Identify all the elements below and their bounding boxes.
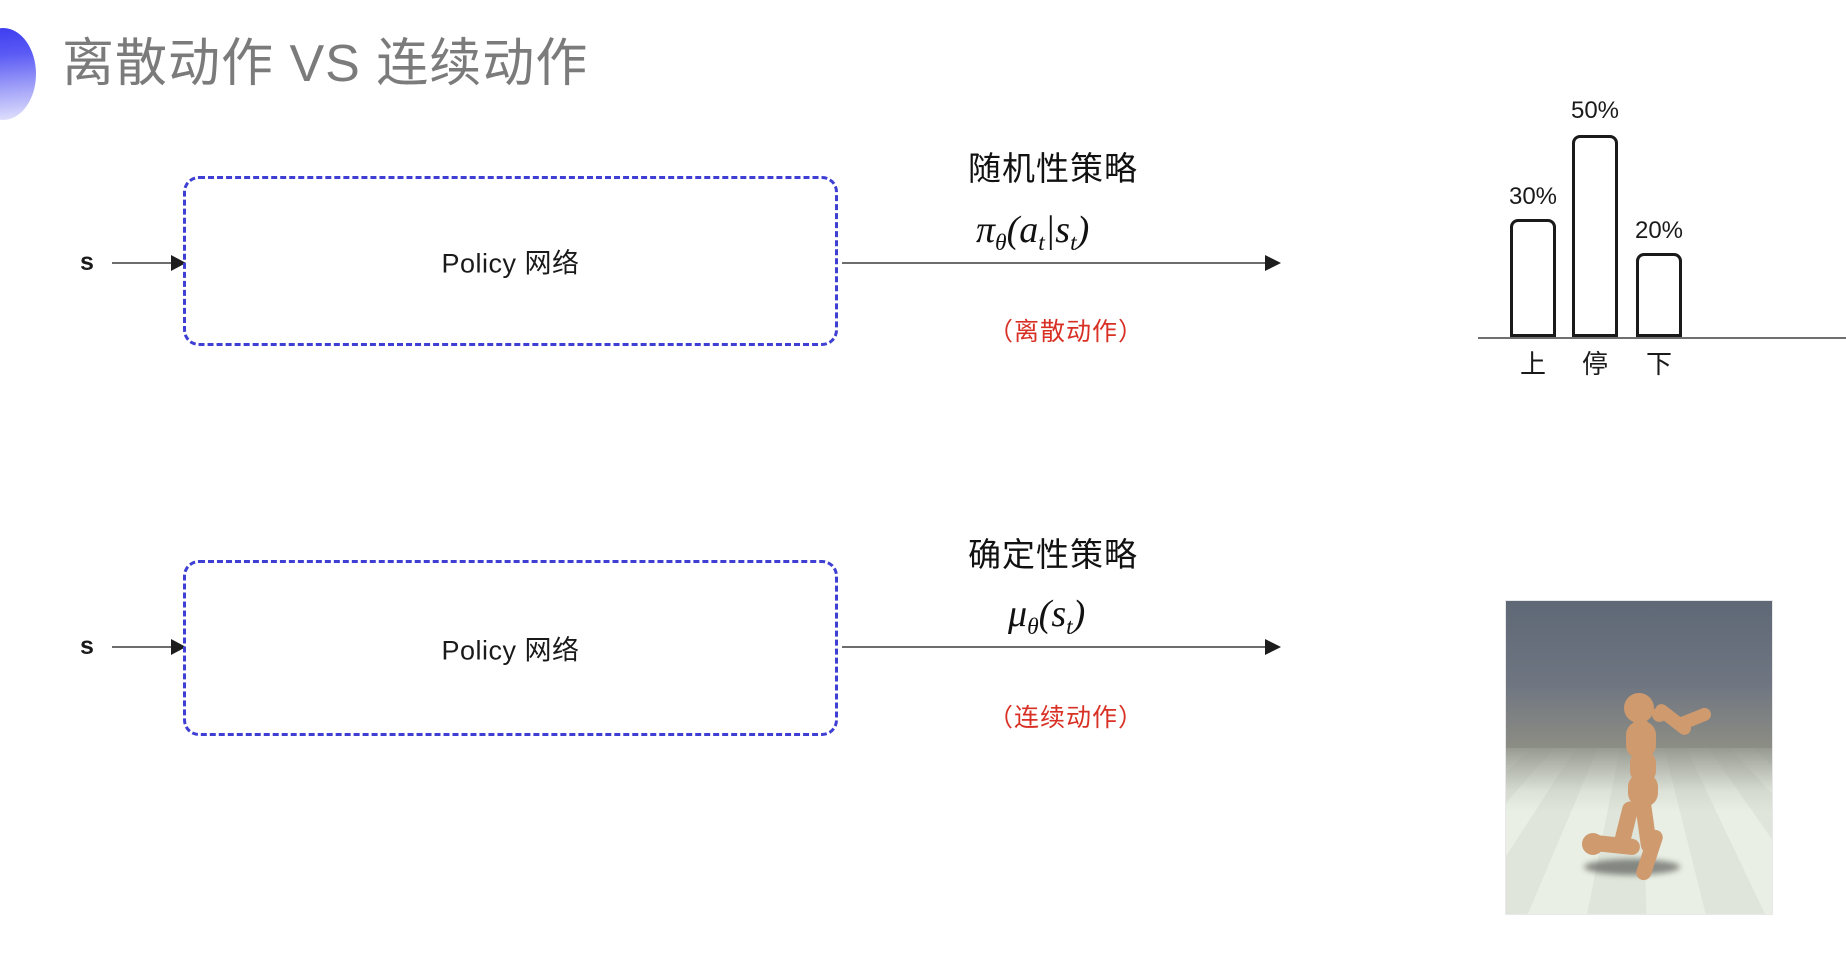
bar-chart-axis-line	[1478, 337, 1846, 339]
output-arrow-discrete	[842, 255, 1281, 271]
bar-category-0: 上	[1510, 339, 1556, 395]
formula-action: a	[1019, 209, 1039, 251]
blue-gradient-half-circle-icon	[0, 28, 36, 120]
formula-theta: θ	[995, 230, 1007, 256]
bar-category-label-1: 停	[1581, 349, 1609, 379]
bar-category-label-0: 上	[1519, 349, 1547, 379]
page-title: 离散动作 VS 连续动作	[62, 35, 589, 93]
formula-open-paren: (	[1006, 209, 1020, 251]
bar-1[interactable]	[1572, 135, 1618, 337]
bar-2[interactable]	[1636, 253, 1682, 337]
formula-given-bar: |	[1044, 209, 1056, 251]
annotation-note-continuous: （连续动作）	[988, 704, 1145, 732]
input-state-label-discrete: s	[80, 248, 94, 276]
formula-theta-continuous: θ	[1027, 614, 1039, 640]
bar-category-2: 下	[1636, 339, 1682, 395]
policy-network-box-discrete[interactable]: Policy 网络	[183, 176, 838, 346]
mujoco-humanoid-image	[1505, 600, 1773, 915]
policy-network-label-continuous: Policy 网络	[441, 635, 580, 666]
formula-state: s	[1055, 209, 1071, 251]
output-arrow-continuous	[842, 639, 1281, 655]
formula-close-paren-continuous: )	[1072, 593, 1086, 635]
formula-state-subscript: t	[1070, 230, 1077, 256]
annotation-formula-continuous: μθ(st)	[1008, 592, 1086, 640]
bar-category-1: 停	[1572, 339, 1618, 395]
formula-state-continuous: s	[1051, 593, 1067, 635]
formula-mu: μ	[1008, 593, 1028, 635]
input-arrow-discrete	[112, 255, 186, 271]
annotation-heading-discrete: 随机性策略	[968, 150, 1138, 187]
bar-chart-plot-area: 30% 50% 20%	[1508, 97, 1740, 337]
bar-0[interactable]	[1510, 219, 1556, 337]
formula-action-subscript: t	[1038, 230, 1045, 256]
annotation-note-discrete: （离散动作）	[988, 318, 1145, 346]
bar-value-1: 50%	[1570, 97, 1620, 124]
formula-close-paren: )	[1076, 209, 1090, 251]
humanoid-shadow	[1584, 859, 1680, 875]
annotation-formula-discrete: πθ(at|st)	[976, 208, 1090, 256]
input-arrow-continuous	[112, 639, 186, 655]
bar-value-0: 30%	[1508, 183, 1558, 210]
policy-network-label-discrete: Policy 网络	[441, 248, 580, 279]
humanoid-left-foot	[1582, 833, 1604, 855]
action-probability-bar-chart: 30% 50% 20% 上 停 下	[1478, 95, 1846, 395]
formula-open-paren-continuous: (	[1038, 593, 1052, 635]
annotation-heading-continuous: 确定性策略	[968, 536, 1138, 573]
continuous-action-row: s Policy 网络 确定性策略 μθ(st) （连续动作）	[0, 536, 1846, 930]
formula-pi: π	[976, 209, 996, 251]
input-state-label-continuous: s	[80, 632, 94, 660]
discrete-action-row: s Policy 网络 随机性策略 πθ(at|st) （离散动作）	[0, 150, 1846, 470]
humanoid-head	[1624, 693, 1654, 723]
formula-state-subscript-continuous: t	[1066, 614, 1073, 640]
policy-network-box-continuous[interactable]: Policy 网络	[183, 560, 838, 736]
bar-category-label-2: 下	[1645, 349, 1673, 379]
bar-value-2: 20%	[1634, 217, 1684, 244]
